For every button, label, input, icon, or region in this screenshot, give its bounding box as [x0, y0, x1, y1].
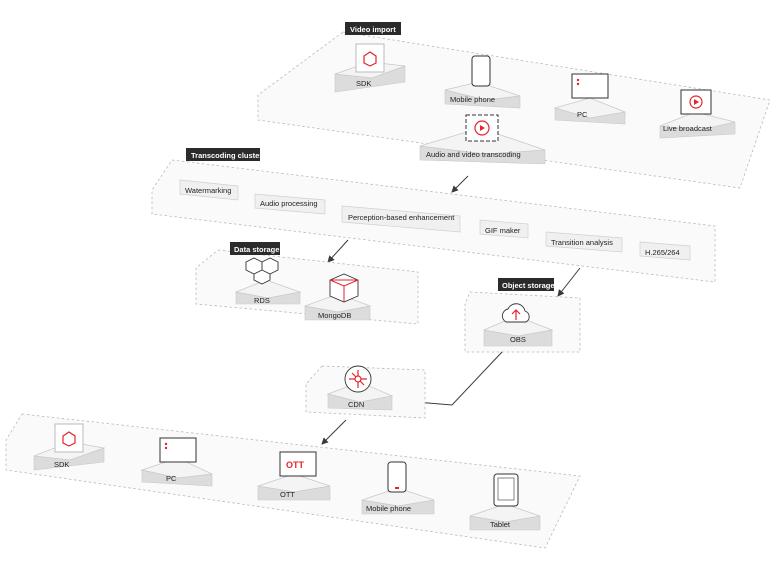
- cdn-node: CDN: [326, 365, 394, 411]
- obs-node: OBS: [482, 303, 554, 347]
- ott-screen-text: OTT: [286, 460, 304, 470]
- import-mobile-node: Mobile phone: [444, 55, 521, 109]
- video-import-tag: [345, 22, 401, 35]
- out-pc-node: PC: [140, 437, 214, 487]
- live-broadcast-node: Live broadcast: [659, 89, 736, 139]
- arrow-cdn-to-clients: [321, 419, 347, 445]
- arrow-import-to-transcoding: [451, 175, 469, 193]
- live-broadcast-label: Live broadcast: [663, 124, 713, 133]
- feature-transition-analysis: Transition analysis: [551, 238, 613, 247]
- mobile-phone-icon: [387, 461, 407, 493]
- import-sdk-node: SDK: [334, 43, 406, 93]
- tablet-label: Tablet: [490, 520, 511, 529]
- data-storage-label: Data storage: [234, 245, 279, 254]
- out-pc-label: PC: [166, 474, 177, 483]
- import-pc-node: PC: [553, 73, 627, 125]
- import-mobile-label: Mobile phone: [450, 95, 495, 104]
- sdk-icon: [355, 43, 385, 73]
- import-pc-label: PC: [577, 110, 588, 119]
- av-transcoding-label: Audio and video transcoding: [426, 150, 521, 159]
- feature-audio-processing: Audio processing: [260, 199, 318, 208]
- feature-chip: GIF maker: [479, 219, 529, 239]
- rds-node: RDS: [234, 257, 302, 305]
- transcoding-cluster-label: Transcoding cluster: [191, 151, 262, 160]
- pc-monitor-icon: [571, 73, 609, 99]
- cloud-upload-icon: [502, 303, 530, 323]
- rds-label: RDS: [254, 296, 270, 305]
- video-import-label: Video import: [350, 25, 396, 34]
- feature-chip: Audio processing: [254, 193, 326, 215]
- av-transcoding-node: Audio and video transcoding: [419, 114, 546, 165]
- import-sdk-label: SDK: [356, 79, 371, 88]
- pc-monitor-icon: [159, 437, 197, 463]
- out-mobile-label: Mobile phone: [366, 504, 411, 513]
- feature-gif-maker: GIF maker: [485, 226, 521, 235]
- rds-icon: [245, 257, 279, 285]
- mongodb-label: MongoDB: [318, 311, 351, 320]
- feature-perception-enhancement: Perception-based enhancement: [348, 213, 455, 222]
- arrow-to-object-storage: [557, 267, 581, 297]
- obs-label: OBS: [510, 335, 526, 344]
- out-sdk-node: SDK: [33, 423, 106, 471]
- cdn-network-icon: [344, 365, 372, 393]
- feature-chip: Transition analysis: [545, 231, 623, 253]
- arrow-obs-to-cdn: [415, 351, 503, 406]
- mongodb-node: MongoDB: [303, 273, 372, 321]
- out-ott-node: OTT OTT: [257, 451, 331, 501]
- mobile-phone-icon: [471, 55, 491, 87]
- feature-watermarking: Watermarking: [185, 186, 231, 195]
- feature-chip: Watermarking: [179, 179, 239, 201]
- sdk-icon: [54, 423, 84, 453]
- tablet-icon: [493, 473, 519, 507]
- arrow-to-data-storage: [327, 239, 349, 263]
- object-storage-tag: [498, 278, 554, 291]
- feature-h265: H.265/264: [645, 248, 680, 257]
- feature-chip: Perception-based enhancement: [341, 205, 461, 233]
- feature-chip: H.265/264: [639, 241, 691, 261]
- cdn-label: CDN: [348, 400, 364, 409]
- out-mobile-node: Mobile phone: [361, 461, 435, 515]
- ott-tv-icon: [279, 451, 317, 477]
- tablet-node: Tablet: [469, 473, 541, 531]
- out-sdk-label: SDK: [54, 460, 69, 469]
- transcoding-cluster-tag: [186, 148, 260, 161]
- mongodb-icon: [329, 273, 359, 303]
- out-ott-label: OTT: [280, 490, 295, 499]
- data-storage-tag: [230, 242, 280, 255]
- object-storage-label: Object storage: [502, 281, 555, 290]
